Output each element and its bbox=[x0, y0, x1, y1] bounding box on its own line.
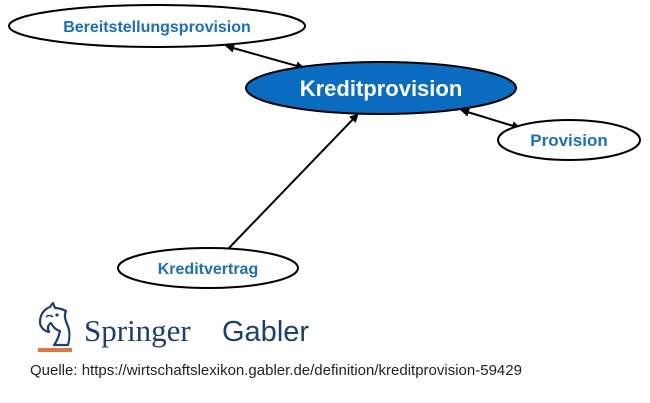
logo-gabler-text: Gabler bbox=[222, 316, 309, 348]
node-bereitstellungsprovision-shape bbox=[8, 4, 306, 48]
edge-bereitstellungsprovision-kreditprovision bbox=[225, 43, 305, 71]
edge-kreditvertrag-kreditprovision bbox=[228, 113, 359, 249]
knight-horse-icon bbox=[38, 301, 72, 352]
node-provision[interactable]: Provision bbox=[497, 119, 641, 161]
node-kreditprovision[interactable]: Kreditprovision bbox=[245, 61, 517, 115]
logo-springer-text: Springer bbox=[84, 313, 191, 348]
node-kreditvertrag-label: Kreditvertrag bbox=[158, 261, 258, 278]
node-kreditprovision-shape bbox=[245, 61, 517, 115]
node-kreditvertrag[interactable]: Kreditvertrag bbox=[117, 247, 299, 289]
logo-underline bbox=[38, 348, 72, 352]
node-provision-label: Provision bbox=[530, 131, 607, 150]
node-bereitstellungsprovision[interactable]: Bereitstellungsprovision bbox=[8, 4, 306, 48]
node-provision-shape bbox=[497, 119, 641, 161]
node-kreditvertrag-shape bbox=[117, 247, 299, 289]
node-bereitstellungsprovision-label: Bereitstellungsprovision bbox=[63, 19, 251, 36]
springer-gabler-logo: Springer Gabler bbox=[38, 301, 309, 352]
node-kreditprovision-label: Kreditprovision bbox=[300, 76, 463, 101]
edge-kreditprovision-provision bbox=[460, 108, 521, 130]
source-citation: Quelle: https://wirtschaftslexikon.gable… bbox=[30, 362, 522, 379]
